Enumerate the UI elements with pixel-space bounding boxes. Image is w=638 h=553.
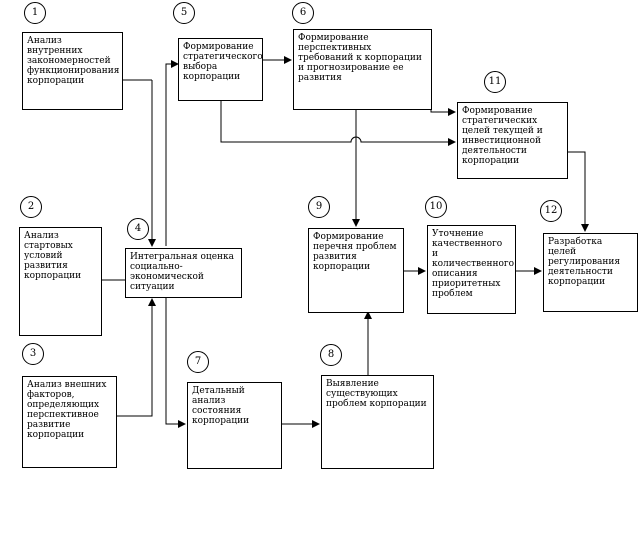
step-text-9: Формирование перечня проблем развития ко…	[313, 232, 397, 272]
step-text-8: Выявление существующих проблем корпораци…	[326, 379, 427, 409]
step-box-12: Разработка целей регулирования деятельно…	[543, 233, 638, 312]
step-box-10: Уточнение качественного и количественног…	[427, 225, 516, 314]
arrow-channel-to-5	[165, 60, 179, 246]
step-box-6: Формирование перспективных требований к …	[293, 29, 432, 110]
arrow-11-to-12	[567, 151, 589, 232]
step-number-7: 7	[187, 351, 209, 373]
step-number-2: 2	[20, 196, 42, 218]
step-text-6: Формирование перспективных требований к …	[298, 33, 422, 83]
step-text-12: Разработка целей регулирования деятельно…	[548, 237, 621, 287]
step-box-4: Интегральная оценка социально-экономичес…	[125, 248, 242, 298]
step-box-11: Формирование стратегических целей текуще…	[457, 102, 568, 179]
step-number-5: 5	[173, 2, 195, 24]
step-number-6: 6	[292, 2, 314, 24]
step-number-11: 11	[484, 71, 506, 93]
step-number-4: 4	[127, 218, 149, 240]
arrow-3-to-4	[116, 298, 156, 417]
step-text-4: Интегральная оценка социально-экономичес…	[130, 252, 235, 292]
step-box-8: Выявление существующих проблем корпораци…	[321, 375, 434, 469]
step-text-5: Формирование стратегического выбора корп…	[183, 42, 263, 82]
step-box-1: Анализ внутренних закономерностей функци…	[22, 32, 123, 110]
step-box-7: Детальный анализ состояния корпорации	[187, 382, 282, 469]
step-number-9: 9	[308, 196, 330, 218]
step-box-2: Анализ стартовых условий развития корпор…	[19, 227, 102, 336]
step-text-7: Детальный анализ состояния корпорации	[192, 386, 250, 426]
step-number-12: 12	[540, 200, 562, 222]
step-number-1: 1	[24, 2, 46, 24]
step-box-9: Формирование перечня проблем развития ко…	[308, 228, 404, 313]
step-text-10: Уточнение качественного и количественног…	[432, 229, 514, 299]
step-text-3: Анализ внешних факторов, определяющих пе…	[27, 380, 107, 440]
step-number-10: 10	[425, 196, 447, 218]
step-box-3: Анализ внешних факторов, определяющих пе…	[22, 376, 117, 468]
step-text-1: Анализ внутренних закономерностей функци…	[27, 36, 120, 86]
arrow-4-to-7	[165, 298, 186, 428]
arrow-6-to-11	[430, 80, 456, 116]
step-number-3: 3	[22, 343, 44, 365]
step-text-2: Анализ стартовых условий развития корпор…	[24, 231, 82, 281]
step-box-5: Формирование стратегического выбора корп…	[178, 38, 263, 101]
step-number-8: 8	[320, 344, 342, 366]
arrow-5-to-11	[220, 100, 456, 146]
step-text-11: Формирование стратегических целей текуще…	[462, 106, 543, 166]
